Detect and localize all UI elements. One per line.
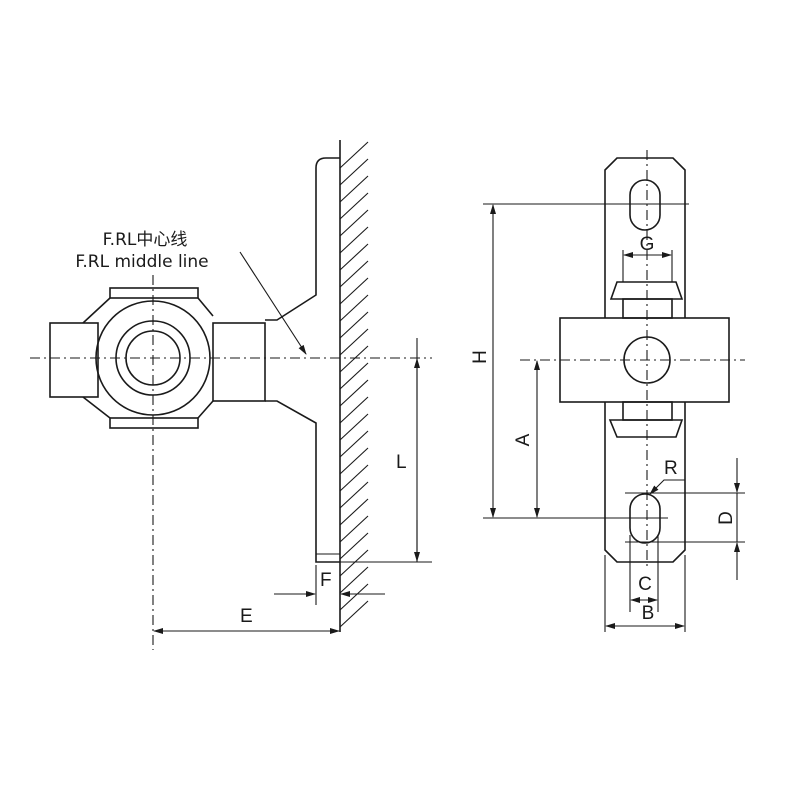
top-plate xyxy=(109,287,199,299)
hatch-line xyxy=(339,396,369,424)
side-view: F.RL中心线 F.RL middle line L F E xyxy=(30,140,432,650)
middle-line-leader-arrow xyxy=(239,251,307,355)
right-port xyxy=(212,322,266,402)
front-view: G H A R D C B xyxy=(470,150,745,632)
hatch-line xyxy=(339,158,369,186)
bracket-plate xyxy=(604,157,686,563)
hatch-line xyxy=(339,532,369,560)
hatch-line xyxy=(339,328,369,356)
upper-slot xyxy=(629,179,661,231)
hatch-line xyxy=(339,464,369,492)
hatch-line xyxy=(339,362,369,390)
hatch-line xyxy=(339,481,369,509)
dim-label-g: G xyxy=(640,234,655,255)
hatch-line xyxy=(339,311,369,339)
hatch-line xyxy=(339,345,369,373)
hatch-line xyxy=(339,141,369,169)
dim-label-c: C xyxy=(638,574,652,595)
left-port xyxy=(49,322,99,398)
hatch-line xyxy=(339,583,369,611)
dim-label-f: F xyxy=(320,570,332,591)
hatch-line xyxy=(339,430,369,458)
middle-line-label-cn: F.RL中心线 xyxy=(103,230,188,250)
hatch-line xyxy=(339,294,369,322)
hatch-line xyxy=(339,243,369,271)
bracket-profile xyxy=(265,157,340,563)
dim-label-r: R xyxy=(664,458,678,479)
hatch-line xyxy=(339,175,369,203)
lower-nut-taper xyxy=(608,419,684,438)
hatch-line xyxy=(339,600,369,628)
dim-label-a: A xyxy=(513,433,534,446)
octagon-edges xyxy=(82,297,214,419)
dim-label-l: L xyxy=(396,452,407,473)
hatch-line xyxy=(339,192,369,220)
hatch-line xyxy=(339,226,369,254)
hatch-line xyxy=(339,515,369,543)
dim-label-e: E xyxy=(240,606,253,627)
hatch-line xyxy=(339,209,369,237)
middle-line-label-en: F.RL middle line xyxy=(75,252,208,272)
r-leader xyxy=(649,479,685,495)
hatch-line xyxy=(339,549,369,577)
upper-nut-taper xyxy=(609,281,684,300)
dim-label-h: H xyxy=(470,350,491,364)
hatch-line xyxy=(339,566,369,594)
dim-label-d: D xyxy=(716,511,737,525)
wall-hatching xyxy=(339,141,369,628)
dim-label-b: B xyxy=(642,603,655,624)
hatch-line xyxy=(339,379,369,407)
hatch-line xyxy=(339,413,369,441)
bottom-plate xyxy=(109,417,199,429)
hatch-line xyxy=(339,498,369,526)
hatch-line xyxy=(339,447,369,475)
hatch-line xyxy=(339,260,369,288)
hatch-line xyxy=(339,277,369,305)
